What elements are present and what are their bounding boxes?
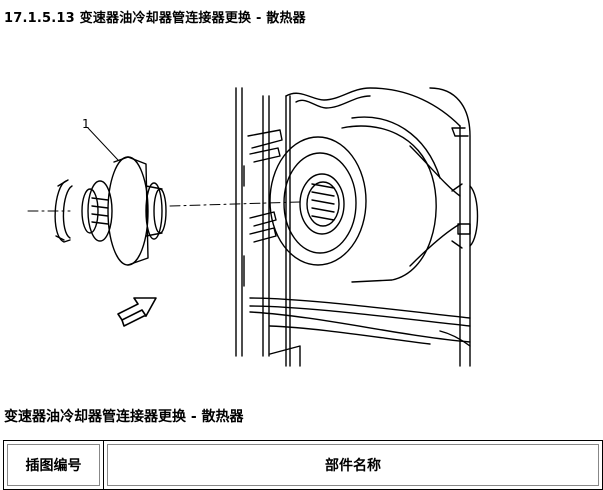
radiator-tank: [235, 87, 479, 367]
callout-number-1: 1: [82, 117, 90, 131]
exploded-view-illustration: 1: [0, 36, 603, 376]
page-title: 17.1.5.13 变速器油冷却器管连接器更换 - 散热器: [4, 11, 306, 26]
cooler-pipe-connector: [54, 156, 167, 266]
column-header-part-name: 部件名称: [104, 441, 603, 490]
parts-table: 插图编号 部件名称: [3, 440, 603, 490]
table-header-row: 插图编号 部件名称: [4, 441, 603, 490]
direction-arrow-icon: [117, 297, 157, 327]
radiator-port-boss: [269, 116, 461, 283]
section-title: 变速器油冷却器管连接器更换 - 散热器: [4, 409, 244, 425]
column-header-figure-number: 插图编号: [4, 441, 104, 490]
